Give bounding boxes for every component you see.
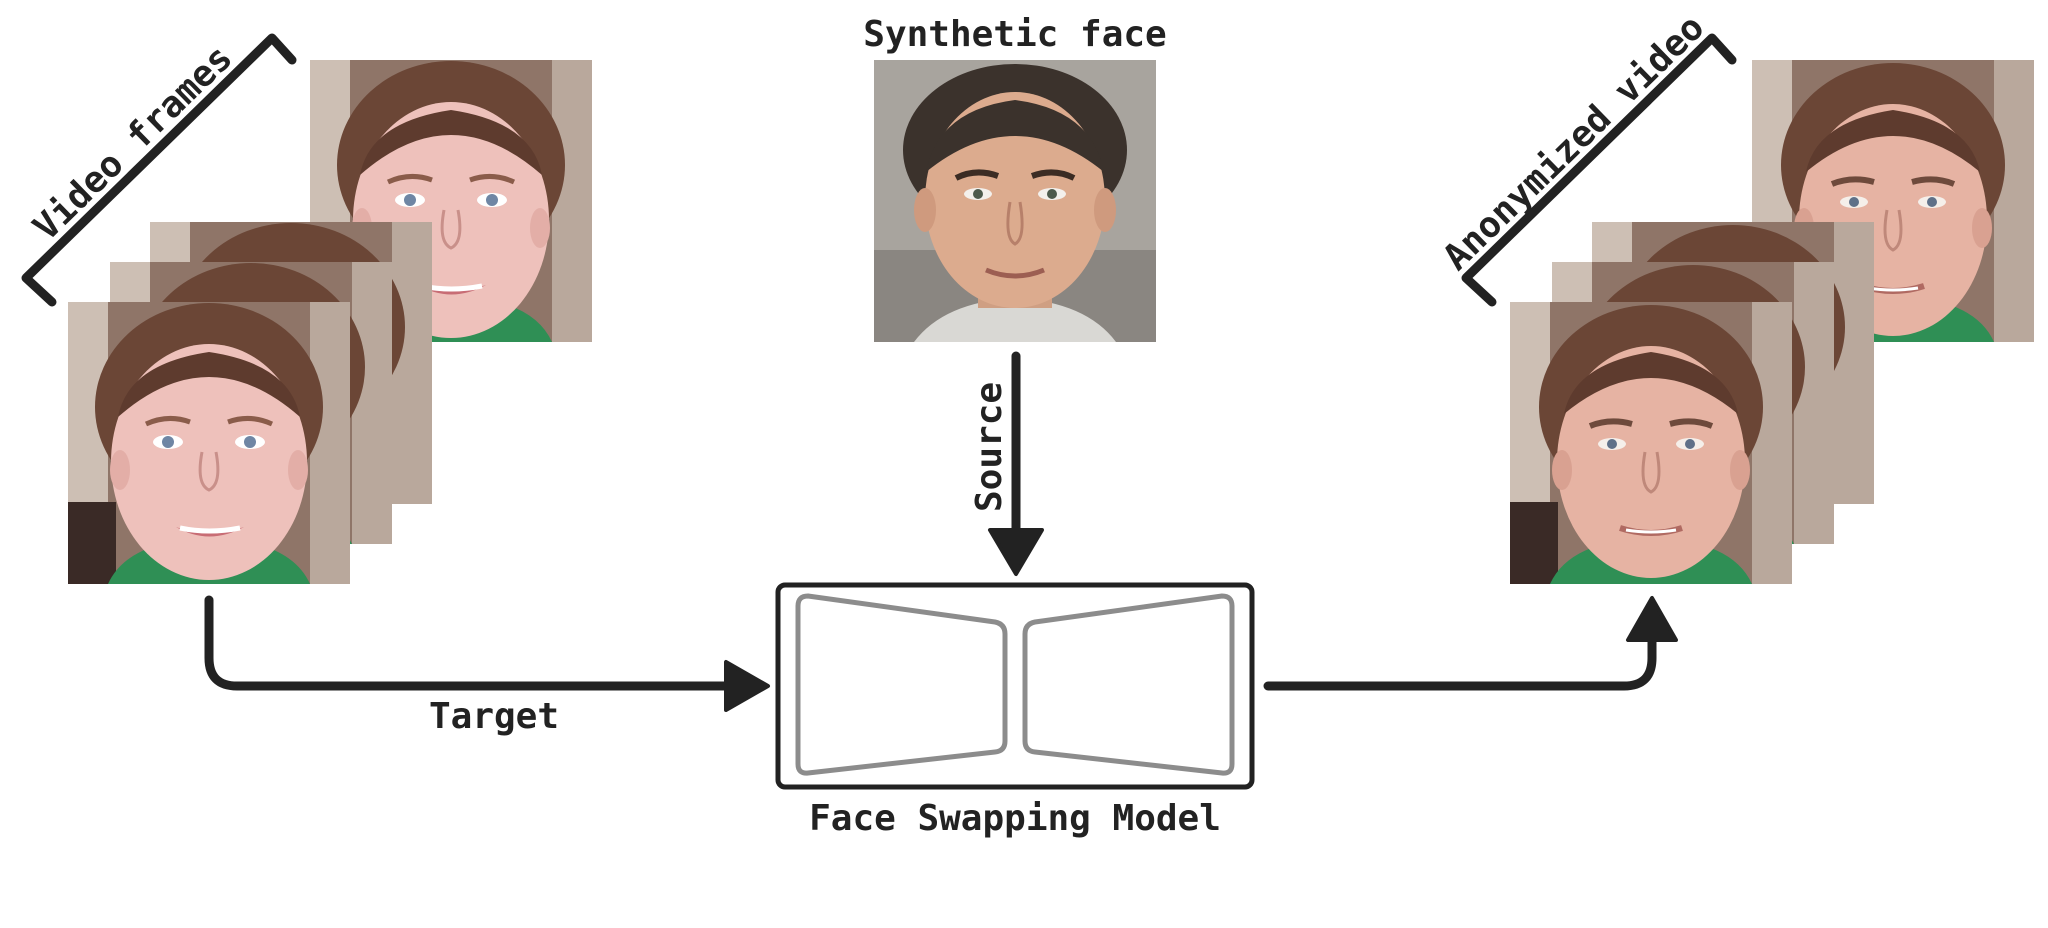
source-arrow <box>988 351 1044 576</box>
face-swapping-model <box>775 582 1255 790</box>
face-swapping-model-label: Face Swapping Model <box>809 798 1221 839</box>
anonymized-video-bracket <box>1461 33 1737 307</box>
video-frames-label: Video frames <box>26 37 241 248</box>
anonymized-face-photo-icon <box>1510 302 1792 584</box>
decoder-block <box>1022 593 1235 776</box>
arrow-head-icon <box>1626 596 1678 642</box>
synthetic-face-photo-icon <box>874 60 1156 342</box>
arrow-head-icon <box>988 528 1044 576</box>
target-face-photo-icon <box>68 302 350 584</box>
encoder-block <box>795 593 1008 776</box>
synthetic-face-label: Synthetic face <box>863 14 1166 55</box>
target-label: Target <box>429 696 559 737</box>
source-label: Source <box>969 382 1010 512</box>
arrow-head-icon <box>724 660 770 712</box>
video-frames-bracket <box>21 33 297 307</box>
target-arrow <box>204 595 770 712</box>
output-arrow <box>1263 596 1678 691</box>
